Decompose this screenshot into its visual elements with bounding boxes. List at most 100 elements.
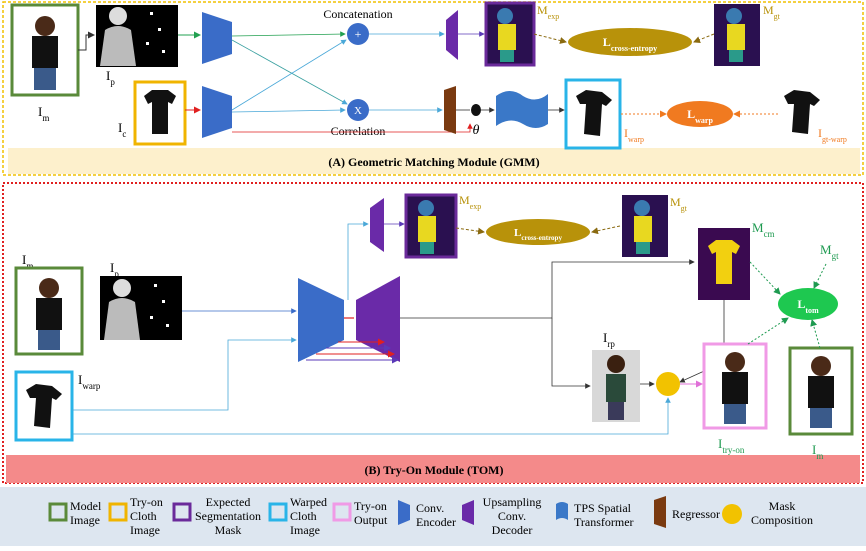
tom-mask-composition [656, 372, 680, 396]
gmm-mgt-label: Mgt [763, 3, 781, 21]
gmm-pose-head [109, 7, 127, 25]
legend-maskcomp-line1: Mask [769, 499, 796, 513]
legend-regressor-swatch [654, 496, 666, 528]
concat-label: Concatenation [323, 7, 392, 21]
legend-output-line2: Output [354, 513, 388, 527]
tom-im2-label: Im [812, 442, 823, 461]
legend-tps-line2: Transformer [574, 515, 634, 529]
tom-decoder [356, 276, 400, 362]
tom-pose-body [104, 298, 140, 340]
concat-symbol: + [355, 27, 362, 41]
tom-mexp-mask [404, 193, 458, 259]
gmm-border [2, 1, 864, 176]
tom-caption-bar [6, 455, 860, 483]
legend-mask-line3: Mask [215, 523, 242, 537]
gmm-caption-bar [8, 148, 860, 174]
gmm-arrow-enc-concat [231, 31, 346, 37]
legend-warp-line1: Warped [290, 495, 327, 509]
tom-loss-tom [778, 288, 838, 320]
legend-decoder-line3: Decoder [492, 523, 533, 537]
gmm-im-label: Im [38, 104, 49, 123]
legend-tps-line1: TPS Spatial [574, 501, 632, 515]
tom-im-label: Im [22, 252, 33, 271]
gmm-arrow-cloth-tps [232, 123, 473, 133]
tom-model-image [14, 266, 84, 356]
tom-mgt2-label: Mgt [820, 242, 839, 261]
legend-tps-swatch [556, 502, 568, 520]
gmm-encoder-bottom [202, 86, 232, 138]
concat-node [347, 23, 369, 45]
gmm-igtwarp-image [784, 90, 820, 134]
gmm-arrow-enc2-corr [231, 107, 346, 113]
legend-cloth-line1: Try-on [130, 495, 163, 509]
gmm-loss-ce [568, 28, 692, 56]
tom-pose-dot [150, 316, 153, 319]
tom-irp-image [592, 350, 640, 422]
tom-irp-label: Irp [603, 330, 615, 349]
legend-bar [0, 487, 866, 546]
legend-cloth-line3: Image [130, 523, 160, 537]
tom-arrow-enc-dec2 [347, 221, 369, 300]
tom-loss-ce-label: Lcross-entropy [514, 227, 562, 242]
tom-encoder [298, 278, 344, 362]
gmm-loss-warp [667, 101, 733, 127]
legend-output-swatch [332, 502, 352, 522]
tom-loss-tom-label: Ltom [797, 297, 819, 315]
legend-cloth-swatch [108, 502, 128, 522]
tom-pose-dot [162, 300, 165, 303]
gmm-decoder [446, 10, 458, 60]
legend-encoder-line1: Conv. [416, 501, 444, 515]
tom-arrow-mexp-ce [455, 227, 485, 235]
tom-pose-dot [154, 284, 157, 287]
legend-mask-swatch [172, 502, 192, 522]
tom-arrow-tryon-ltom [747, 317, 789, 345]
gmm-mexp-label: Mexp [537, 3, 559, 21]
legend-model-swatch [48, 502, 68, 522]
tom-arrow-iwarp-enc [72, 337, 297, 411]
corr-symbol: X [354, 105, 362, 117]
tom-arrow-im-ltom [810, 319, 821, 349]
tom-tryon-image [702, 342, 768, 430]
gmm-pose-dot [158, 28, 161, 31]
legend-encoder-line2: Encoder [416, 515, 456, 529]
gmm-arrow-im-ip [78, 31, 95, 51]
theta-node [471, 104, 481, 116]
tom-mexp-label: Mexp [459, 193, 481, 211]
gmm-loss-ce-label: Lcross-entropy [603, 35, 657, 53]
legend-model-line2: Image [70, 513, 100, 527]
tom-arrow-mcm-ltom [749, 261, 781, 295]
gmm-mexp-mask [484, 1, 536, 67]
legend-mask-line2: Segmentation [195, 509, 261, 523]
tom-mcm-label: Mcm [752, 220, 775, 239]
legend-model-line1: Model [70, 499, 102, 513]
theta-label: θ [473, 123, 480, 138]
gmm-iwarp-image [564, 78, 622, 150]
gmm-pose-dot [150, 12, 153, 15]
tom-pose-head [113, 279, 131, 297]
gmm-arrow-enc-corr [231, 39, 348, 105]
legend-cloth-line2: Cloth [130, 509, 157, 523]
legend-warp-swatch [268, 502, 288, 522]
legend-warp-line3: Image [290, 523, 320, 537]
gmm-igtwarp-label: Igt-warp [818, 126, 847, 144]
tom-mgt-label: Mgt [670, 195, 688, 213]
tom-tryon-label: Itry-on [718, 436, 745, 455]
tom-arrow-mgt-ce [591, 225, 621, 235]
tom-arrow-dec-irp [551, 318, 591, 389]
gmm-arrow-enc2-concat [231, 39, 347, 111]
tom-arrow-mgt-ltom [813, 263, 827, 289]
tom-pose-dot [166, 324, 169, 327]
legend-mask-line1: Expected [206, 495, 251, 509]
gmm-tps [496, 91, 548, 128]
tom-model-image-2 [788, 346, 854, 436]
legend-warp-line2: Cloth [290, 509, 317, 523]
legend-maskcomp-swatch [722, 504, 742, 524]
gmm-ic-label: Ic [118, 120, 126, 139]
legend-decoder-line1: Upsampling [483, 495, 542, 509]
tom-arrow-iwarp-comp [72, 397, 671, 435]
gmm-iwarp-label: Iwarp [624, 126, 644, 144]
gmm-regressor [444, 86, 456, 134]
tom-mgt-mask [622, 195, 668, 257]
legend-regressor-line1: Regressor [672, 507, 720, 521]
